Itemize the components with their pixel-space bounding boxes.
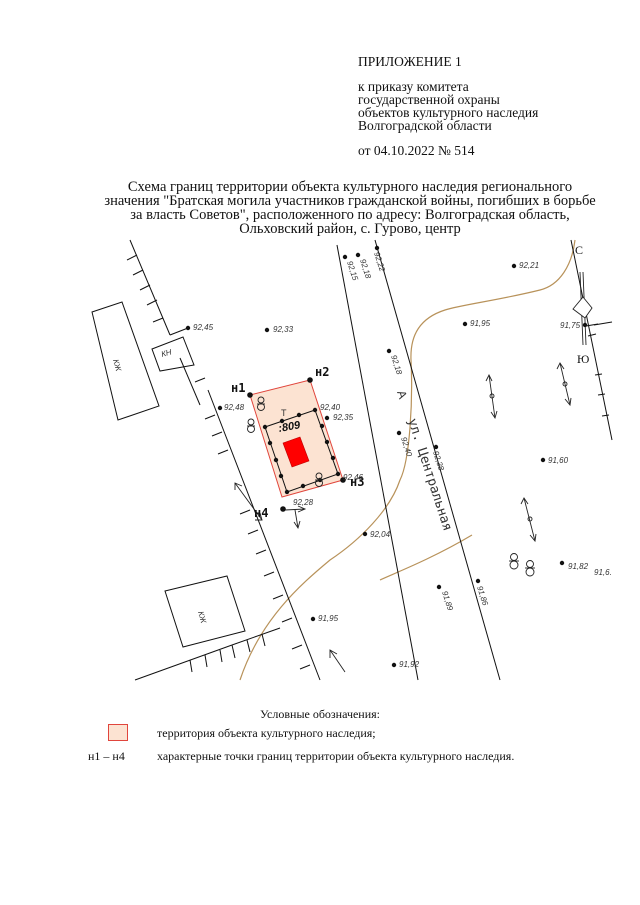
scheme-title-line: значения "Братская могила участников гра…	[104, 193, 596, 209]
boundary-point-n3	[340, 477, 346, 483]
svg-text:91,89: 91,89	[440, 590, 455, 612]
legend-title: Условные обозначения:	[259, 707, 381, 721]
boundary-label-n4: н4	[254, 506, 268, 520]
boundary-label-n2: н2	[315, 365, 329, 379]
order-line: государственной охраны	[358, 92, 500, 107]
fence-lines	[126, 239, 613, 681]
building-kzh-2	[164, 575, 246, 648]
svg-text:92,18: 92,18	[389, 354, 404, 376]
compass-icon	[572, 271, 593, 346]
street-letter: А	[394, 389, 410, 401]
contour-lines	[239, 239, 576, 681]
street-label: ул. Центральная	[404, 417, 455, 533]
svg-text:91,6.: 91,6.	[594, 568, 612, 577]
fence-marker: Т	[281, 408, 287, 418]
svg-text:91,95: 91,95	[318, 614, 339, 623]
svg-text:91,92: 91,92	[399, 660, 420, 669]
svg-text:92,35: 92,35	[333, 413, 354, 422]
building-kzh-1	[91, 301, 160, 421]
compass-north: С	[575, 243, 583, 257]
svg-text:92,46: 92,46	[343, 473, 364, 482]
boundary-point-n2	[307, 377, 313, 383]
street-lines	[336, 239, 501, 681]
svg-text:91,60: 91,60	[548, 456, 569, 465]
svg-text:91,82: 91,82	[568, 562, 589, 571]
appendix-header: ПРИЛОЖЕНИЕ 1 к приказу комитета государс…	[358, 54, 539, 158]
svg-text:91,95: 91,95	[470, 319, 491, 328]
svg-text:92,15: 92,15	[345, 260, 360, 282]
appendix-title: ПРИЛОЖЕНИЕ 1	[358, 54, 462, 69]
scheme-title-line: Схема границ территории объекта культурн…	[127, 179, 573, 195]
elevation-labels: 92,45 92,33 92,48 92,40 92,35 92,46 92,2…	[193, 251, 612, 669]
svg-text:92,33: 92,33	[273, 325, 294, 334]
boundary-point-n1	[247, 392, 253, 398]
scheme-title-line: Ольховский район, с. Гурово, центр	[239, 221, 461, 237]
boundary-map: КЖ КН КЖ :809 Т С Ю	[80, 238, 640, 686]
svg-text:92,22: 92,22	[372, 251, 387, 273]
svg-text:92,48: 92,48	[224, 403, 245, 412]
svg-text:91,86: 91,86	[475, 585, 490, 607]
building-label: КЖ	[111, 358, 123, 373]
scheme-title-line: за власть Советов", расположенного по ад…	[130, 207, 570, 223]
tree-icon	[247, 396, 535, 577]
building-label: КЖ	[196, 610, 208, 625]
monument	[282, 436, 310, 468]
boundary-point-n4	[280, 506, 286, 512]
legend-item-points: характерные точки границ территории объе…	[157, 749, 515, 763]
order-line: Волгоградской области	[358, 118, 492, 133]
legend-points-code: н1 – н4	[88, 749, 125, 763]
order-line: к приказу комитета	[358, 79, 469, 94]
svg-text:91,75: 91,75	[560, 321, 581, 330]
compass-south: Ю	[577, 352, 589, 366]
boundary-label-n3: н3	[350, 475, 364, 489]
boundary-label-n1: н1	[231, 381, 245, 395]
building-label: КН	[160, 347, 173, 358]
svg-text:92,21: 92,21	[519, 261, 539, 270]
territory-swatch-icon	[108, 724, 128, 741]
parcel-label: :809	[277, 419, 302, 435]
slope-arrows	[234, 362, 572, 673]
legend-item-territory: территория объекта культурного наследия;	[157, 726, 376, 740]
buildings	[91, 301, 246, 648]
svg-text:92,28: 92,28	[293, 498, 314, 507]
svg-text:92,18: 92,18	[358, 258, 373, 280]
svg-text:92,45: 92,45	[193, 323, 214, 332]
svg-text:92,04: 92,04	[370, 530, 391, 539]
order-date: от 04.10.2022 № 514	[358, 143, 475, 158]
svg-text:92,40: 92,40	[320, 403, 341, 412]
building-kn	[151, 336, 195, 372]
order-line: объектов культурного наследия	[358, 105, 539, 120]
scheme-title: Схема границ территории объекта культурн…	[80, 179, 620, 237]
